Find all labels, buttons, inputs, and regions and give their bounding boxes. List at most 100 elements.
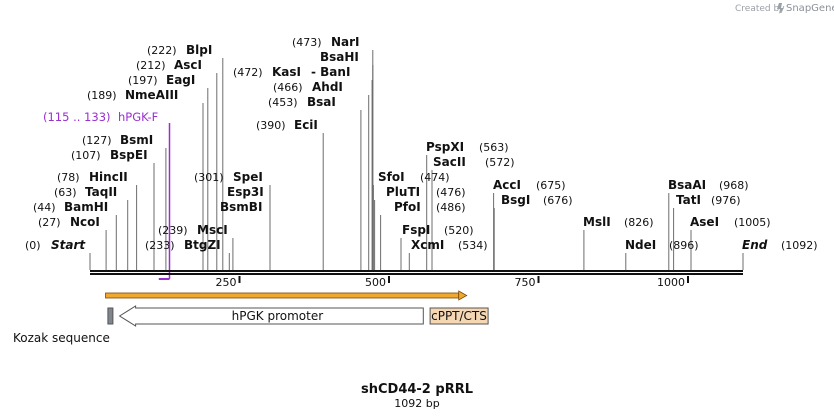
site-fspi-label[interactable]: FspI: [402, 223, 430, 237]
map-length: 1092 bp: [394, 397, 439, 410]
site-bamhi-position: (44): [33, 201, 56, 214]
site-ncoi-position: (27): [38, 216, 61, 229]
site-msli-label[interactable]: MslI: [583, 215, 611, 229]
site-pspxi-position: (563): [479, 141, 509, 154]
hpgk-promoter-feature[interactable]: [118, 305, 424, 327]
site-pluti-label[interactable]: PluTI: [386, 185, 420, 199]
backbone-strand-bottom: [90, 273, 743, 275]
site-hincii-label[interactable]: HincII: [89, 170, 128, 184]
site-ahdi-label[interactable]: AhdI: [312, 80, 343, 94]
site-bspei-label[interactable]: BspEI: [110, 148, 148, 162]
site-msci-label[interactable]: MscI: [197, 223, 228, 237]
site-taqii-position: (63): [54, 186, 77, 199]
site-ncoi-label[interactable]: NcoI: [70, 215, 100, 229]
site-eagi-position: (197): [128, 74, 158, 87]
site-eagi-label[interactable]: EagI: [166, 73, 195, 87]
site-bsmi-position: (127): [82, 134, 112, 147]
ruler-tick-label-500: 500: [365, 276, 386, 289]
ruler-ticks: 250 500 750 1000: [216, 276, 689, 289]
site-tati-position: (976): [711, 194, 741, 207]
site-spei-label[interactable]: SpeI: [233, 170, 263, 184]
site-esp3i-label[interactable]: Esp3I: [227, 185, 264, 199]
site-bsmbi-label[interactable]: BsmBI: [220, 200, 262, 214]
site-ndei-position: (896): [669, 239, 699, 252]
site-kasi-position: (472): [233, 66, 263, 79]
site-end-label[interactable]: End: [742, 238, 768, 252]
site-bspei-position: (107): [71, 149, 101, 162]
site-bsai-position: (453): [268, 96, 298, 109]
site-bsaai-label[interactable]: BsaAI: [668, 178, 706, 192]
ruler-tick-label-250: 250: [216, 276, 237, 289]
site-bsai-label[interactable]: BsaI: [307, 95, 336, 109]
ruler-tick-label-750: 750: [515, 276, 536, 289]
feature-track: hPGK promoter cPPT/CTS Kozak sequence: [13, 305, 489, 345]
ruler-tick-label-1000: 1000: [657, 276, 685, 289]
site-pfoi-label[interactable]: PfoI: [394, 200, 421, 214]
site-start-label[interactable]: Start: [51, 238, 86, 252]
backbone-strand-top: [90, 270, 743, 272]
enzyme-labels: (0) Start (27) NcoI (44) BamHI (63) TaqI…: [25, 35, 818, 252]
site-btgzi-label[interactable]: BtgZI: [184, 238, 221, 252]
site-nmeaiii-position: (189): [87, 89, 117, 102]
orf-arrow-head-icon: [458, 290, 468, 301]
site-sfoi-position: (474): [420, 171, 450, 184]
site-kasi-label[interactable]: KasI: [272, 65, 301, 79]
site-asci-label[interactable]: AscI: [174, 58, 202, 72]
map-title: shCD44-2 pRRL: [361, 382, 473, 397]
site-fspi-position: (520): [444, 224, 474, 237]
site-taqii-label[interactable]: TaqII: [85, 185, 117, 199]
site-sfoi-label[interactable]: SfoI: [378, 170, 405, 184]
site-bsahi-label[interactable]: BsaHI: [320, 50, 359, 64]
cppt-cts-feature[interactable]: [429, 307, 489, 325]
site-bani-label[interactable]: - BanI: [311, 65, 350, 79]
hpgk-promoter-label: hPGK promoter: [232, 309, 324, 323]
site-ecii-label[interactable]: EciI: [294, 118, 318, 132]
site-bsgi-label[interactable]: BsgI: [501, 193, 530, 207]
site-ndei-label[interactable]: NdeI: [625, 238, 656, 252]
site-acci-position: (675): [536, 179, 566, 192]
cppt-cts-label: cPPT/CTS: [431, 309, 487, 323]
site-start-position: (0): [25, 239, 41, 252]
site-blpi-label[interactable]: BlpI: [186, 43, 212, 57]
site-acci-label[interactable]: AccI: [493, 178, 521, 192]
site-end-position: (1092): [781, 239, 818, 252]
site-bsaai-position: (968): [719, 179, 749, 192]
site-sacii-position: (572): [485, 156, 515, 169]
site-bamhi-label[interactable]: BamHI: [64, 200, 108, 214]
site-bsmi-label[interactable]: BsmI: [120, 133, 153, 147]
primer-marker[interactable]: [158, 123, 171, 280]
site-asci-position: (212): [136, 59, 166, 72]
site-bsgi-position: (676): [543, 194, 573, 207]
snapgene-logo-icon: [777, 3, 784, 14]
snapgene-brand-text: SnapGene: [786, 3, 834, 14]
kozak-sequence-feature[interactable]: [107, 307, 114, 325]
sequence-backbone: [90, 270, 743, 275]
site-nari-label[interactable]: NarI: [331, 35, 360, 49]
site-blpi-position: (222): [147, 44, 177, 57]
site-tati-label[interactable]: TatI: [676, 193, 701, 207]
site-pfoi-position: (486): [436, 201, 466, 214]
site-nmeaiii-label[interactable]: NmeAIII: [125, 88, 178, 102]
site-ecii-position: (390): [256, 119, 286, 132]
site-msci-position: (239): [158, 224, 188, 237]
site-pspxi-label[interactable]: PspXI: [426, 140, 464, 154]
enzyme-leader-lines: [89, 50, 744, 270]
created-by-text: Created by: [735, 4, 785, 14]
primer-range: (115 .. 133): [43, 110, 111, 124]
site-ahdi-position: (466): [273, 81, 303, 94]
site-msli-position: (826): [624, 216, 654, 229]
orf-bar-body: [105, 292, 460, 299]
kozak-sequence-label: Kozak sequence: [13, 331, 110, 345]
site-xcmi-position: (534): [458, 239, 488, 252]
site-asei-position: (1005): [734, 216, 771, 229]
orf-bar[interactable]: [105, 290, 468, 301]
site-btgzi-position: (233): [145, 239, 175, 252]
site-sacii-label[interactable]: SacII: [433, 155, 466, 169]
site-asei-label[interactable]: AseI: [690, 215, 719, 229]
site-spei-position: (301): [194, 171, 224, 184]
site-xcmi-label[interactable]: XcmI: [411, 238, 444, 252]
site-pluti-position: (476): [436, 186, 466, 199]
primer-name[interactable]: hPGK-F: [118, 110, 158, 124]
site-hincii-position: (78): [57, 171, 80, 184]
